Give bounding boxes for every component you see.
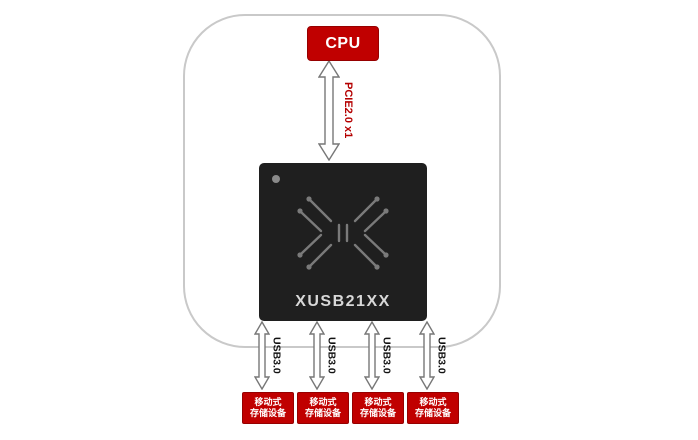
device-label-line2: 存储设备 — [414, 408, 451, 418]
removable-storage-box: 移动式 存储设备 — [407, 392, 459, 424]
device-label-line1: 移动式 — [419, 396, 447, 407]
cpu-box: CPU — [307, 26, 379, 61]
device-label-line2: 存储设备 — [359, 408, 396, 418]
usb-port-label: USB3.0 — [380, 337, 393, 374]
usb-link: USB3.0 — [418, 321, 448, 390]
usb-double-arrow-icon — [308, 321, 325, 390]
usb-port-column: USB3.0 移动式 存储设备 — [351, 321, 405, 424]
usb-port-label: USB3.0 — [435, 337, 448, 374]
usb-link: USB3.0 — [253, 321, 283, 390]
removable-storage-box: 移动式 存储设备 — [297, 392, 349, 424]
usb-double-arrow-icon — [418, 321, 435, 390]
chip-package: XUSB21XX — [259, 163, 427, 321]
device-label-line2: 存储设备 — [249, 408, 286, 418]
usb-double-arrow-icon — [253, 321, 270, 390]
device-label-line2: 存储设备 — [304, 408, 341, 418]
device-label-line1: 移动式 — [309, 396, 337, 407]
usb-port-column: USB3.0 移动式 存储设备 — [241, 321, 295, 424]
pcie-label: PCIE2.0 x1 — [342, 82, 354, 139]
pcie-double-arrow-icon — [318, 60, 340, 161]
usb-port-label: USB3.0 — [325, 337, 338, 374]
usb-port-column: USB3.0 移动式 存储设备 — [296, 321, 350, 424]
usb-port-column: USB3.0 移动式 存储设备 — [406, 321, 460, 424]
removable-storage-box: 移动式 存储设备 — [242, 392, 294, 424]
usb-port-label: USB3.0 — [270, 337, 283, 374]
device-label-line1: 移动式 — [364, 396, 392, 407]
device-label-line1: 移动式 — [254, 396, 282, 407]
cpu-label: CPU — [325, 34, 361, 52]
pin1-marker-dot — [272, 175, 280, 183]
usb-double-arrow-icon — [363, 321, 380, 390]
removable-storage-box: 移动式 存储设备 — [352, 392, 404, 424]
usb-link: USB3.0 — [308, 321, 338, 390]
chip-logo-icon — [297, 195, 389, 270]
usb-link: USB3.0 — [363, 321, 393, 390]
chip-part-number: XUSB21XX — [295, 293, 391, 310]
pcie-link: PCIE2.0 x1 — [318, 60, 354, 161]
